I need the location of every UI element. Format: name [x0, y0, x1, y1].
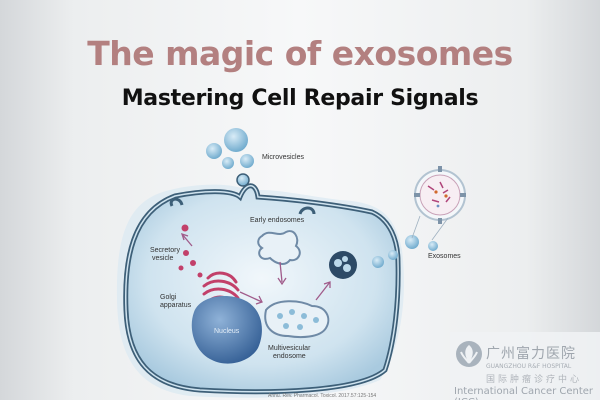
microvesicles-cluster: [206, 128, 254, 187]
secretory-vesicle: [181, 224, 189, 232]
hospital-logo-icon: [456, 341, 482, 367]
intraluminal-vesicles: [277, 309, 319, 330]
cell-membrane-inner: [124, 185, 399, 393]
trafficking-arrows: [180, 232, 331, 305]
label-nucleus: Nucleus: [214, 328, 240, 335]
label-mve-line2: endosome: [273, 353, 306, 360]
hospital-name-en: GUANGZHOU R&F HOSPITAL: [486, 363, 572, 370]
mve-fusing: [329, 251, 357, 279]
hospital-name-cn: 广州富力医院: [486, 346, 576, 362]
secretory-vesicle: [190, 260, 196, 266]
label-golgi-line2: apparatus: [160, 302, 192, 309]
label-microvesicles: Microvesicles: [262, 154, 305, 161]
exosome-detail: [414, 166, 466, 224]
slide-title: The magic of exosomes: [87, 34, 513, 73]
center-name-cn: 国际肿瘤诊疗中心: [486, 375, 583, 385]
secretory-vesicle: [183, 250, 189, 256]
secretory-vesicle: [178, 265, 184, 271]
source-citation: Annu. Rev. Pharmacol. Toxicol. 2017.57:1…: [268, 393, 377, 399]
label-golgi-line1: Golgi: [160, 294, 177, 301]
label-mve-line1: Multivesicular: [268, 345, 311, 352]
exosome-detail-callout: [411, 215, 449, 241]
slide-subtitle: Mastering Cell Repair Signals: [121, 86, 479, 111]
endocytic-pit: [298, 206, 316, 215]
secretory-vesicle: [197, 272, 203, 278]
multivesicular-endosome: [264, 300, 330, 338]
endocytic-pit: [169, 197, 184, 207]
released-exosomes: [372, 235, 438, 268]
label-exosomes: Exosomes: [428, 253, 461, 260]
label-secretory-line1: Secretory: [150, 247, 180, 254]
label-secretory-line2: vesicle: [152, 255, 174, 262]
early-endosome: [257, 230, 301, 265]
center-name-en: International Cancer Center (ICC): [454, 386, 594, 400]
label-early-endosomes: Early endosomes: [250, 217, 305, 224]
nucleus: [191, 296, 262, 364]
